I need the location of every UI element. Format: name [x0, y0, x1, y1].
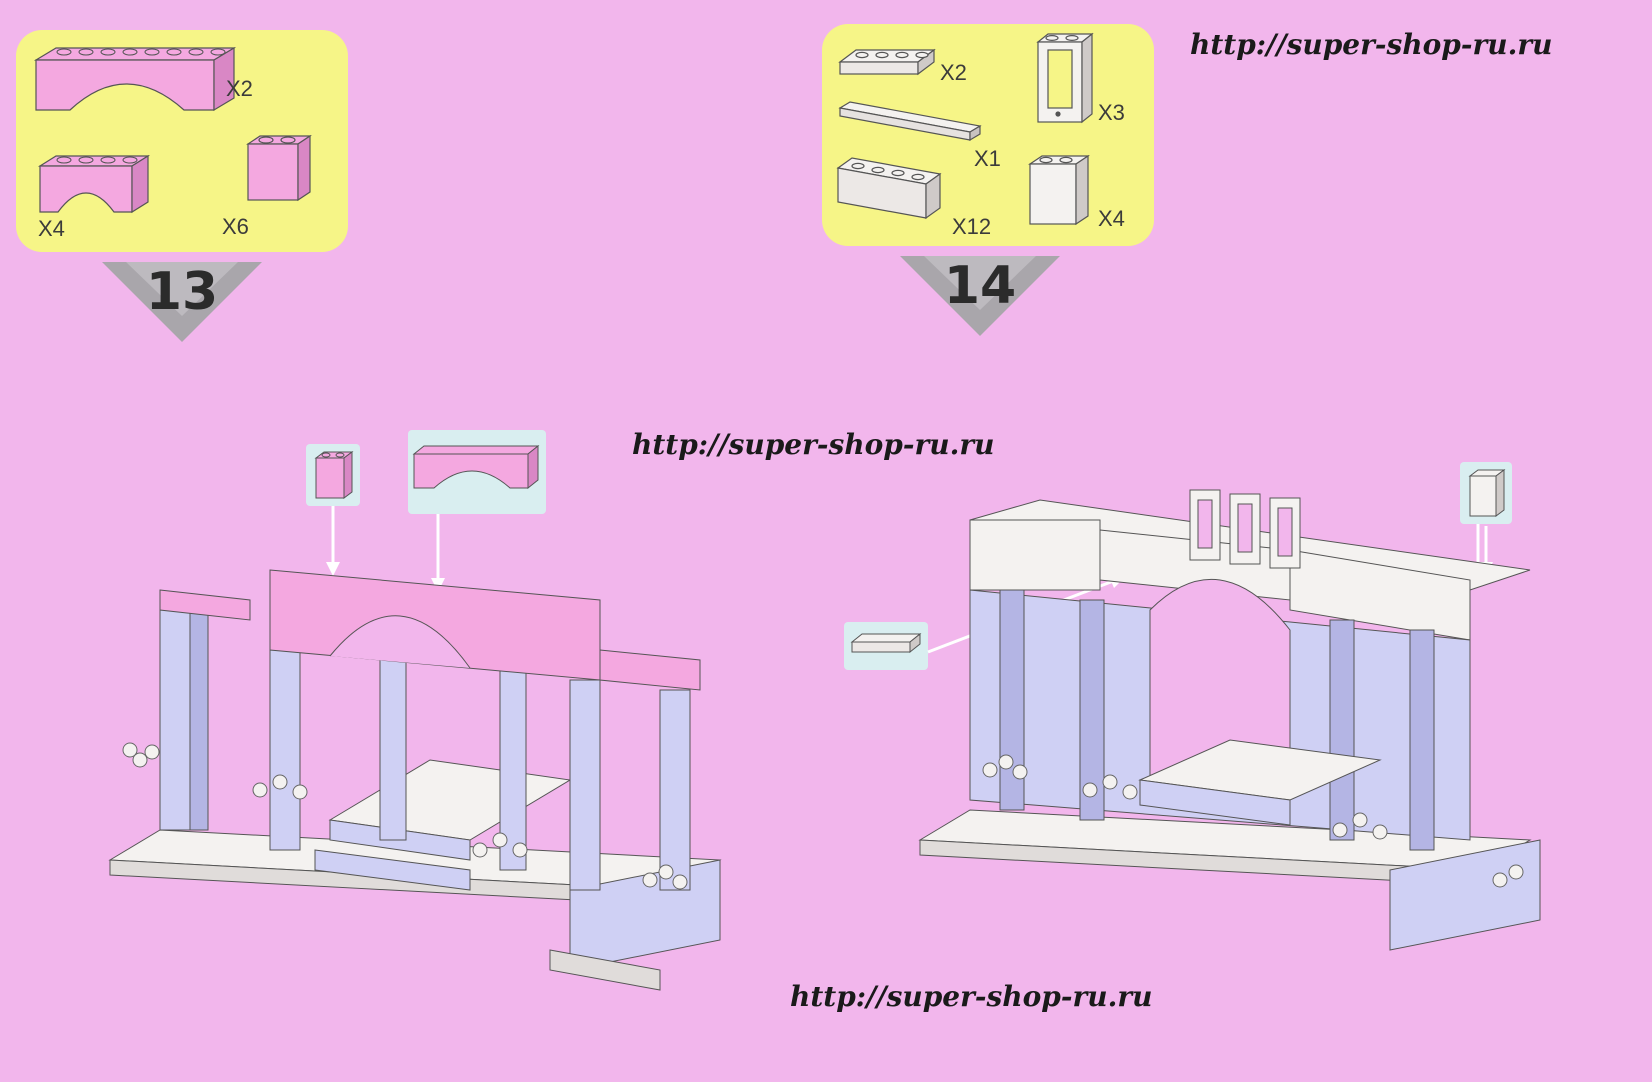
step13-callout-arch: [408, 430, 546, 514]
step13-arrow-icon: [102, 262, 262, 342]
step14-number: 14: [943, 256, 1017, 316]
white-tall-brick-icon: [1028, 154, 1090, 226]
watermark-top-right: http://super-shop-ru.ru: [1190, 28, 1553, 61]
plate-quantity: X2: [940, 60, 967, 85]
step13-number: 13: [145, 262, 219, 322]
tile-quantity: X1: [974, 146, 1001, 171]
step13-castle-model: [108, 569, 722, 991]
long-brick-icon: [836, 157, 942, 220]
long-brick-quantity: X12: [952, 214, 992, 239]
short-arch-brick-icon: [37, 154, 151, 214]
window-quantity: X3: [1098, 100, 1125, 125]
window-frame-icon: [1036, 32, 1094, 124]
flat-plate-icon: [838, 48, 936, 76]
step14-callout-plate: [844, 622, 928, 670]
step14-parts-box: X2 X1 X12 X3: [822, 24, 1154, 246]
white-brick-quantity: X4: [1098, 206, 1125, 231]
watermark-bottom: http://super-shop-ru.ru: [790, 980, 1153, 1013]
tall-brick-quantity: X6: [222, 214, 249, 239]
step14-callout-brick: [1460, 462, 1512, 524]
step14-castle-model: [918, 489, 1541, 951]
watermark-middle: http://super-shop-ru.ru: [632, 428, 995, 461]
long-tile-icon: [838, 101, 982, 142]
step13-callout-brick: [306, 444, 360, 506]
long-arch-quantity: X2: [226, 76, 253, 101]
step14-arrow-icon: [900, 256, 1060, 336]
step13-parts-box: X2 X4 X6: [16, 30, 348, 252]
short-arch-quantity: X4: [38, 216, 65, 241]
long-arch-brick-icon: [33, 46, 237, 112]
tall-brick-icon: [246, 134, 312, 202]
